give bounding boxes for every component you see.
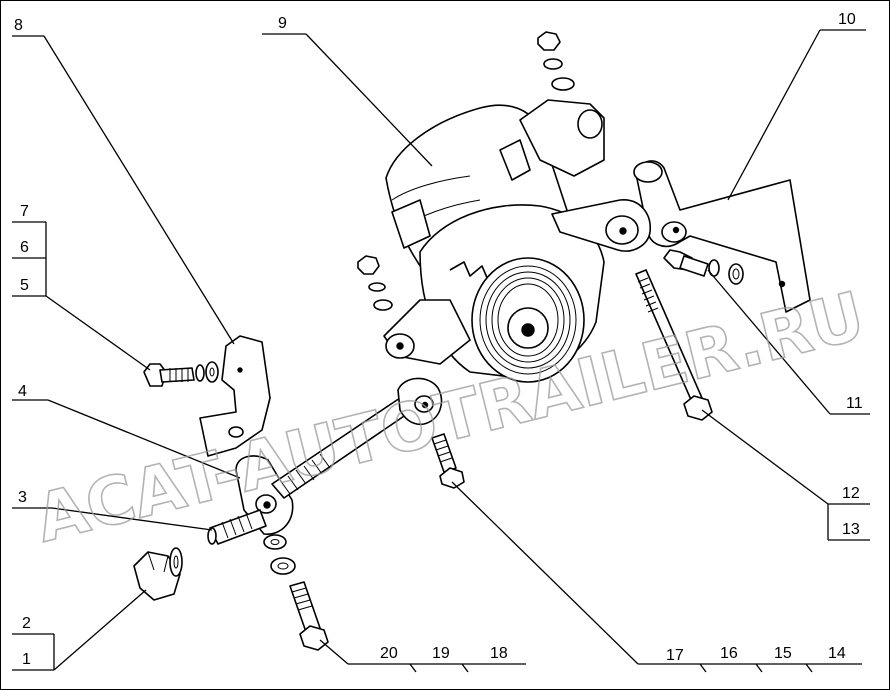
callout-9: 9 [278,15,287,32]
callout-5: 5 [20,277,29,294]
link-bolt-14-17 [431,433,465,489]
callout-16: 16 [720,645,738,662]
top-nut-washers [537,31,575,91]
callout-6: 6 [20,239,29,256]
callout-1: 1 [22,651,31,668]
callout-13: 13 [842,521,860,538]
lower-bracket [199,335,271,457]
callout-11: 11 [846,395,863,412]
lower-bolt-20-washers [263,534,329,651]
callout-10: 10 [838,11,856,28]
long-bolt [635,269,713,421]
nut-and-washer [133,547,183,601]
callout-20: 20 [380,645,398,662]
callout-4: 4 [18,383,27,400]
leader-lines [12,29,870,673]
callout-18: 18 [490,645,508,662]
bracket-bolt-5 [143,361,219,387]
callout-8: 8 [14,17,23,34]
callout-19: 19 [432,645,450,662]
callout-12: 12 [842,485,860,502]
link-bolt-3 [207,509,267,545]
alternator [383,99,605,383]
callout-2: 2 [22,615,31,632]
adjusting-link [235,377,443,535]
callout-7: 7 [20,203,29,220]
callout-17: 17 [666,647,684,664]
callout-15: 15 [774,645,792,662]
lower-ear-nut-washers [357,255,393,311]
callout-14: 14 [828,645,846,662]
callout-3: 3 [18,489,27,506]
callout-labels: 8 9 10 7 6 5 4 3 2 1 11 12 13 20 19 18 1… [14,11,863,668]
tension-bracket [551,160,811,313]
bracket-bolt-washers [663,249,744,285]
